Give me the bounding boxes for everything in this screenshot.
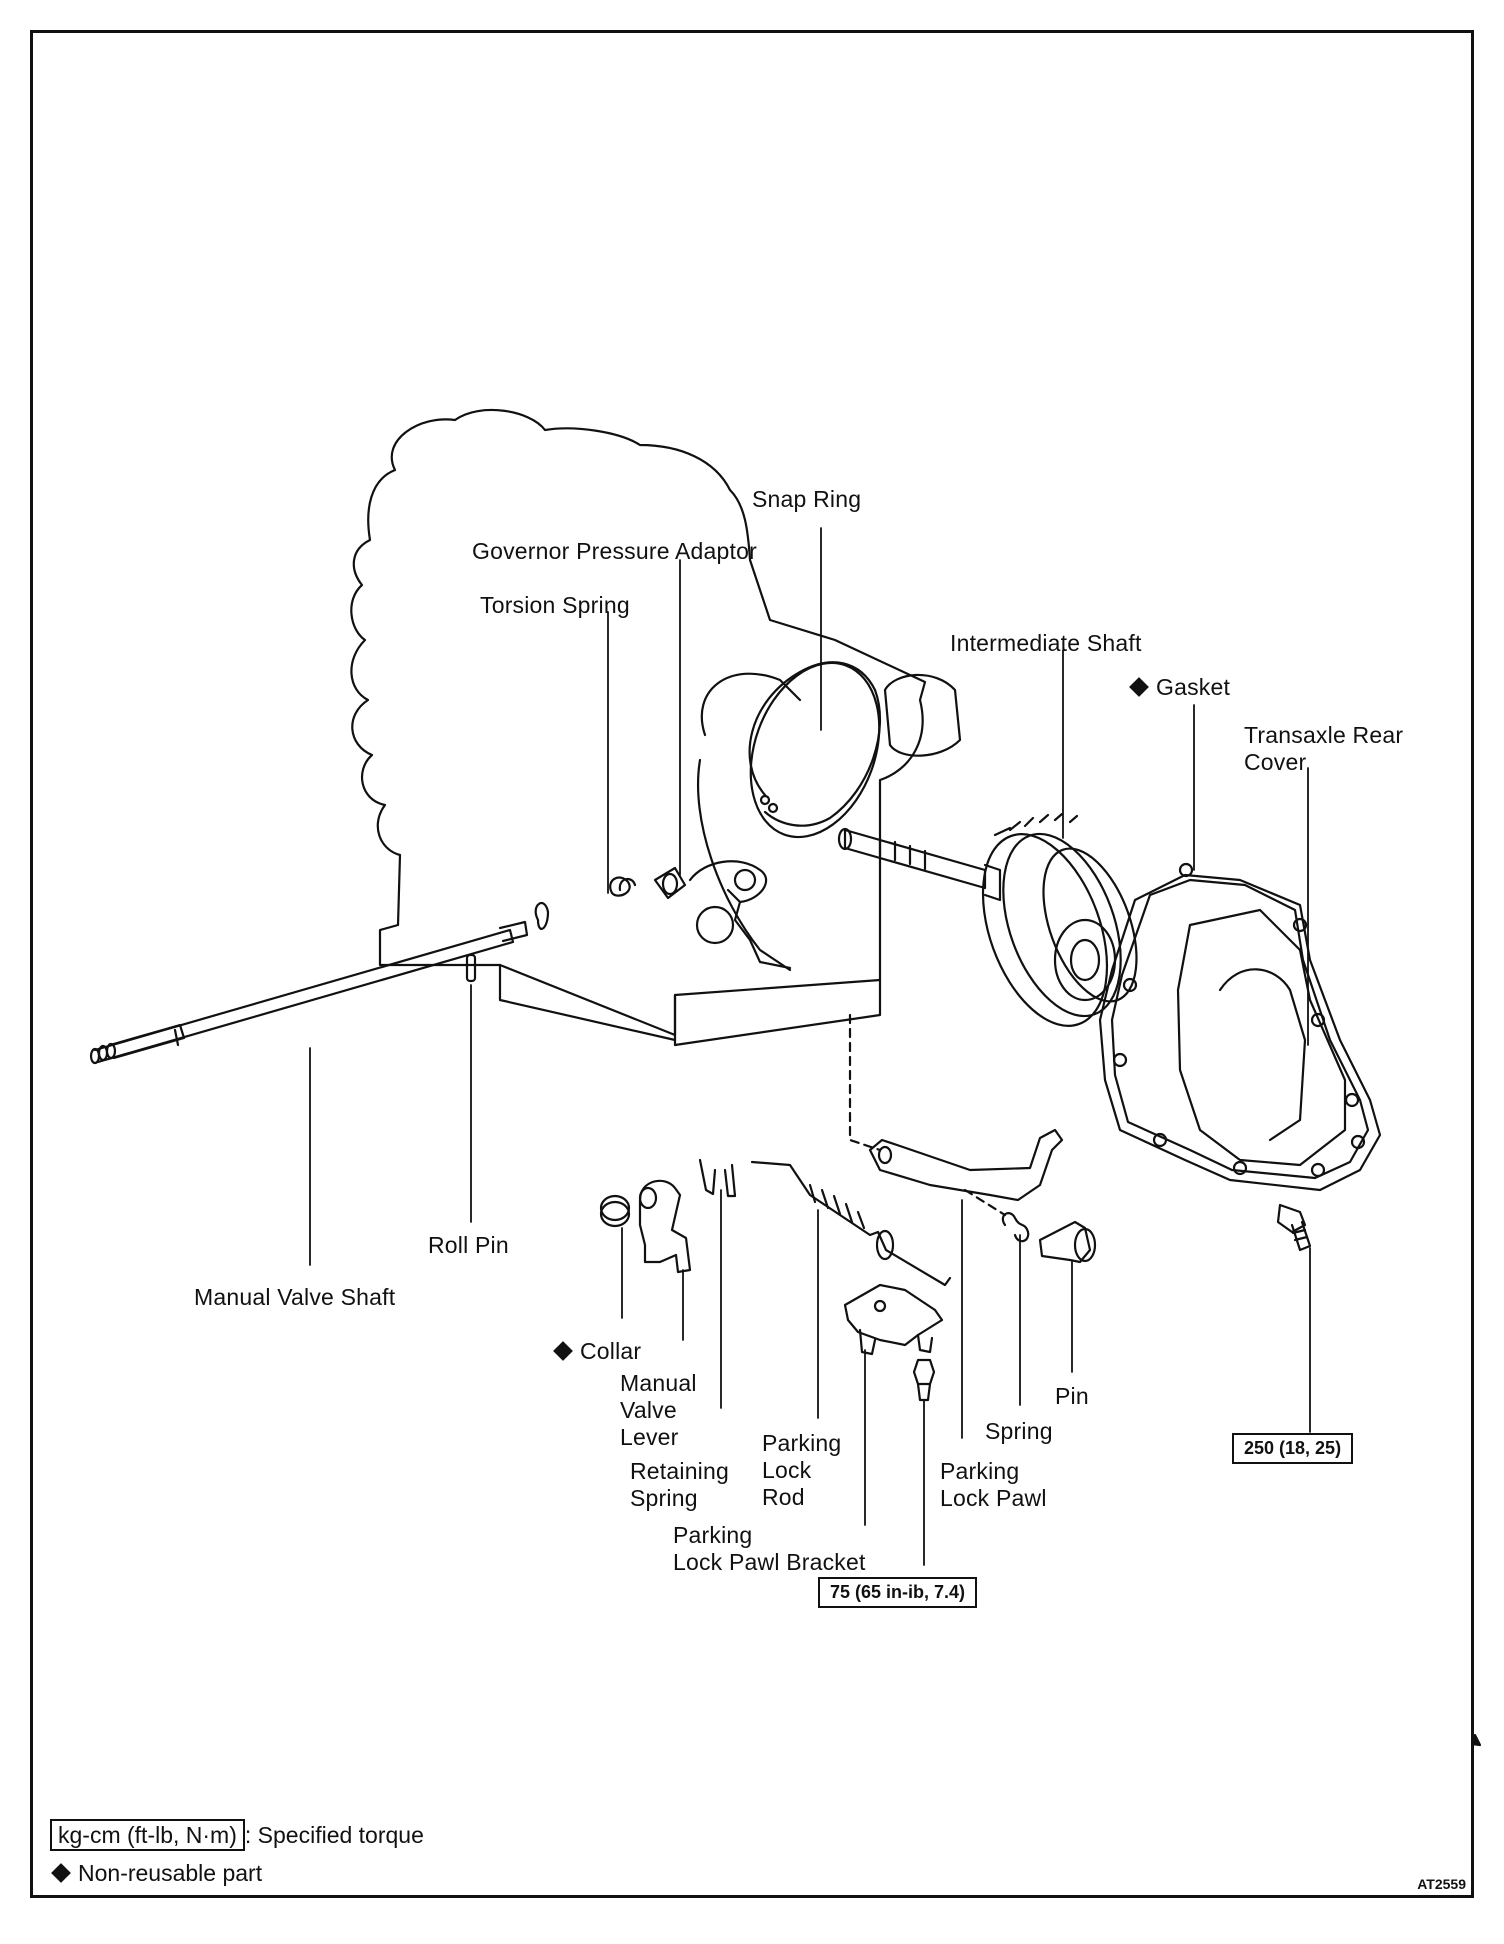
label-governor-pressure-adaptor: Governor Pressure Adaptor [472,538,757,564]
torque-spec-bracket: 75 (65 in-ib, 7.4) [818,1577,978,1608]
stray-mark [1470,1733,1482,1747]
label-parking-lock-pawl: Parking Lock Pawl [940,1458,1047,1511]
parking-lock-pawl-drawing [868,1128,1097,1264]
label-snap-ring: Snap Ring [752,486,862,512]
torque-spec-rear-cover: 250 (18, 25) [1232,1433,1354,1464]
legend-torque-unit: kg-cm (ft-lb, N·m) [50,1819,245,1851]
gasket-text: Gasket [1156,674,1231,700]
page-border [30,30,1474,1898]
parking-lock-rod-drawing [750,1160,952,1287]
snap-ring-drawing [748,661,882,839]
non-reusable-diamond-icon [1129,677,1149,697]
label-parking-lock-pawl-bracket: Parking Lock Pawl Bracket [673,1522,866,1575]
legend-torque-desc: : Specified torque [244,1822,424,1848]
lever-group-drawing [599,1158,737,1274]
label-parking-lock-rod: Parking Lock Rod [762,1430,842,1510]
rear-cover-bolt-drawing [1276,1203,1312,1252]
label-gasket: Gasket [1129,674,1231,701]
dashed-assembly-line [848,1013,1007,1217]
roll-pin-drawing [465,953,477,983]
figure-reference: AT2559 [1417,1876,1466,1892]
non-reusable-diamond-icon [51,1863,71,1883]
collar-text: Collar [580,1338,642,1364]
label-transaxle-rear-cover: Transaxle Rear Cover [1244,722,1404,775]
non-reusable-diamond-icon [553,1341,573,1361]
transaxle-case [350,408,962,1047]
legend-non-reusable: Non-reusable part [51,1860,263,1887]
label-collar: Collar [553,1338,642,1365]
legend-torque: kg-cm (ft-lb, N·m): Specified torque [50,1819,424,1851]
label-torsion-spring: Torsion Spring [480,592,630,618]
manual-valve-shaft-drawing [89,920,529,1065]
leader-lines [309,527,1311,1566]
pawl-bracket-drawing [843,1283,944,1402]
label-manual-valve-shaft: Manual Valve Shaft [194,1284,396,1310]
label-retaining-spring: Retaining Spring [630,1458,729,1511]
label-roll-pin: Roll Pin [428,1232,509,1258]
label-pin: Pin [1055,1383,1089,1409]
legend-non-reusable-text: Non-reusable part [78,1860,263,1886]
label-intermediate-shaft: Intermediate Shaft [950,630,1142,656]
adaptor-and-spring-drawing [534,866,687,930]
intermediate-shaft-drawing [837,812,1138,1027]
label-spring: Spring [985,1418,1053,1444]
label-manual-valve-lever: Manual Valve Lever [620,1370,697,1450]
rear-cover-drawing [1098,862,1382,1192]
